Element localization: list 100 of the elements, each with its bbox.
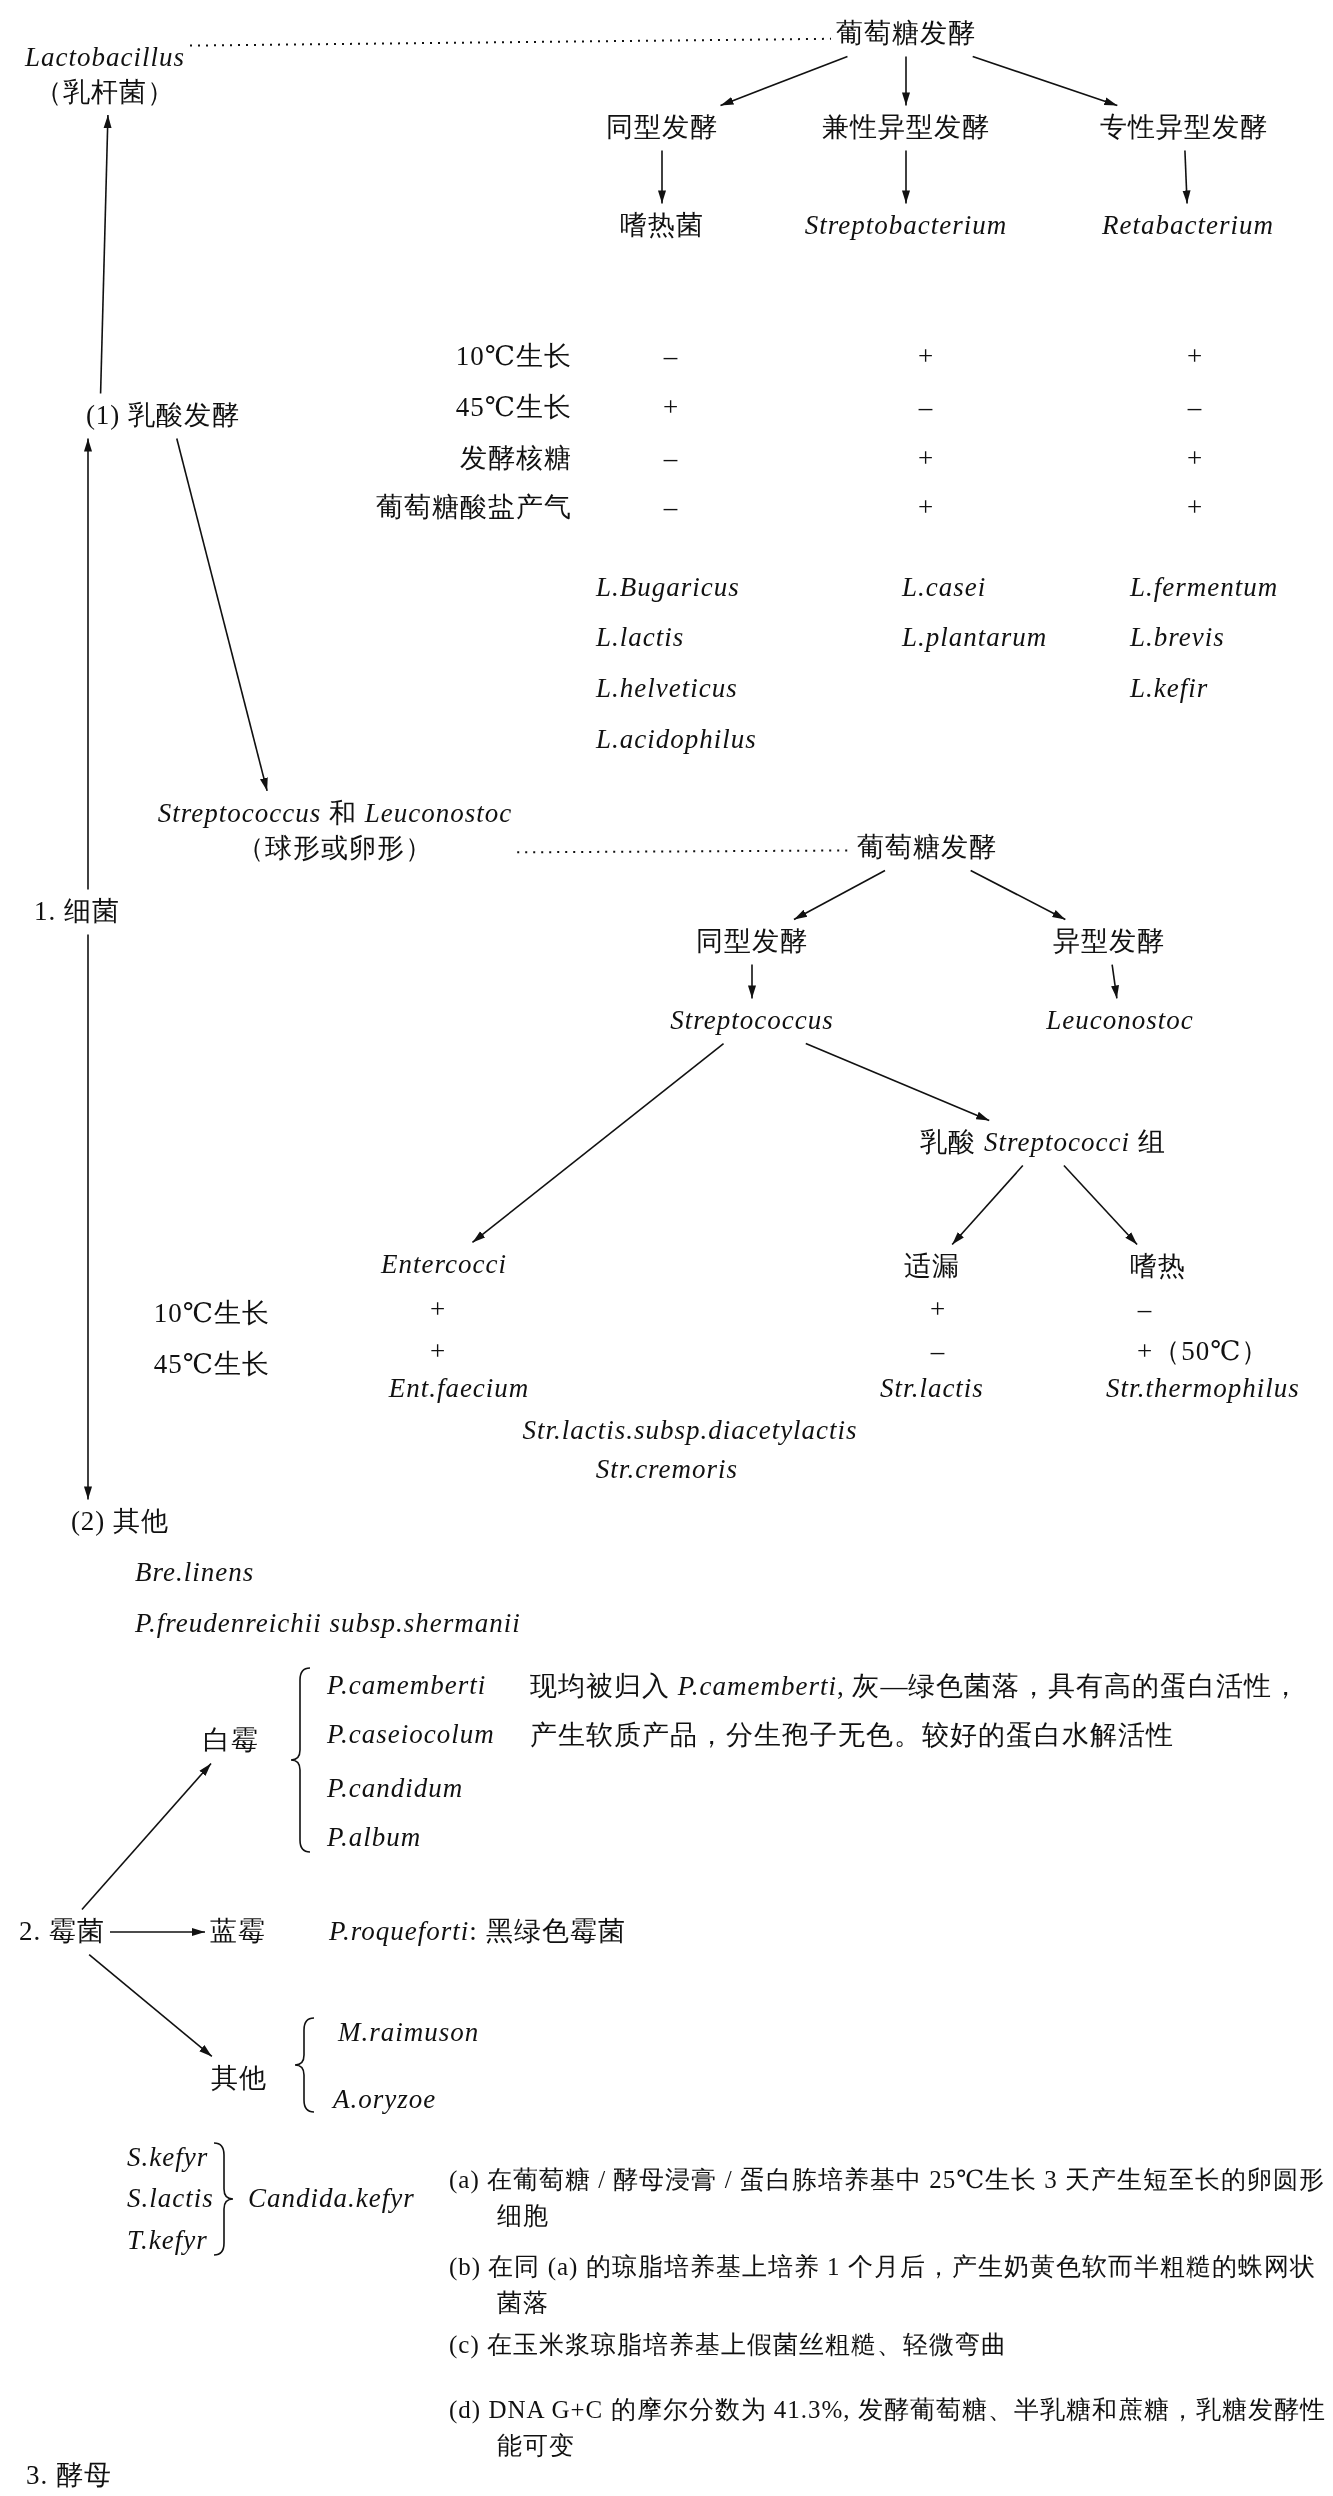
category-label: 异型发酵 — [1053, 924, 1165, 960]
arrow — [84, 933, 92, 1501]
table-value: – — [918, 391, 934, 425]
category-label: 同型发酵 — [696, 924, 808, 960]
description-text: 现均被归入 P.camemberti, 灰—绿色菌落，具有高的蛋白活性，产生软质产品，分生孢子无色。较好的蛋白水解活性 — [530, 1669, 1302, 1752]
table-value: – — [1187, 391, 1203, 425]
table-value: + — [929, 1293, 947, 1327]
row-label: 45℃生长 — [153, 1348, 270, 1382]
category-label: (2) 其他 — [70, 1504, 170, 1540]
species-name: S.kefyr — [127, 2141, 209, 2175]
arrow — [84, 437, 92, 891]
species-name: P.freudenreichii subsp.shermanii — [135, 1607, 521, 1641]
row-label: 葡萄糖酸盐产气 — [376, 491, 572, 525]
species-name: L.Bugaricus — [596, 571, 740, 605]
arrow — [176, 437, 268, 792]
table-value: + — [917, 340, 935, 374]
category-label: (1) 乳酸发酵 — [85, 398, 241, 434]
arrow — [969, 869, 1067, 921]
category-label: 乳酸 Streptococci 组 — [920, 1125, 1166, 1161]
species-name: Candida.kefyr — [248, 2182, 415, 2216]
category-label: 其他 — [211, 2061, 267, 2097]
table-value: – — [663, 491, 679, 525]
species-name: Str.lactis — [880, 1372, 984, 1406]
category-label: Retabacterium — [1102, 208, 1274, 244]
species-name: P.caseiocolum — [327, 1718, 495, 1752]
table-value: – — [930, 1335, 946, 1369]
row-label: 10℃生长 — [153, 1297, 270, 1331]
category-label: 专性异型发酵 — [1100, 110, 1268, 146]
category-label: Streptococcus — [670, 1003, 834, 1039]
arrow — [805, 1042, 990, 1122]
species-name: S.lactis — [127, 2182, 214, 2216]
connector-line — [189, 37, 832, 47]
description-text: P.roqueforti: 黑绿色霉菌 — [329, 1915, 626, 1949]
species-name: P.album — [327, 1821, 422, 1855]
arrow — [1182, 149, 1191, 205]
arrow — [1063, 1164, 1138, 1246]
arrow — [99, 114, 112, 395]
table-value: – — [663, 442, 679, 476]
species-name: L.plantarum — [902, 621, 1048, 655]
category-label: Entercocci — [381, 1247, 507, 1283]
arrow — [81, 1762, 212, 1911]
arrow — [951, 1164, 1024, 1246]
table-value: – — [663, 340, 679, 374]
arrow — [719, 55, 849, 107]
arrow — [971, 55, 1119, 107]
species-name: Str.lactis.subsp.diacetylactis — [522, 1414, 858, 1448]
arrow — [658, 149, 666, 205]
note-text: (b) 在同 (a) 的琼脂培养基上培养 1 个月后，产生奶黄色软而半粗糙的蛛网状菌落 — [449, 2252, 1317, 2318]
category-label: 嗜热 — [1130, 1249, 1186, 1285]
arrow — [1111, 963, 1120, 1000]
category-note: （球形或卵形） — [236, 832, 434, 865]
table-value: – — [1137, 1293, 1153, 1327]
category-label: 1. 细菌 — [34, 894, 120, 930]
species-name: L.casei — [902, 571, 987, 605]
category-label: 兼性异型发酵 — [822, 110, 990, 146]
section-heading: 3. 酵母 — [26, 2459, 112, 2493]
table-value: + — [1186, 442, 1204, 476]
species-name: L.fermentum — [1130, 571, 1279, 605]
category-note: （乳杆菌） — [34, 76, 176, 109]
species-name: L.helveticus — [596, 672, 738, 706]
arrow — [902, 149, 910, 205]
species-name: Str.cremoris — [595, 1453, 739, 1487]
species-name: Str.thermophilus — [1106, 1372, 1300, 1406]
category-label: Lactobacillus — [25, 40, 185, 74]
row-label: 10℃生长 — [455, 340, 572, 374]
arrow — [902, 55, 910, 107]
species-name: L.kefir — [1130, 672, 1209, 706]
arrow — [793, 869, 886, 921]
table-value: + — [1186, 491, 1204, 525]
row-label: 45℃生长 — [455, 391, 572, 425]
species-name: M.raimuson — [338, 2016, 480, 2050]
note-text: (a) 在葡萄糖 / 酵母浸膏 / 蛋白胨培养基中 25℃生长 3 天产生短至长的卵圆形细胞 — [449, 2165, 1327, 2231]
category-label: 葡萄糖发酵 — [836, 16, 976, 52]
category-label: 嗜热菌 — [620, 208, 704, 244]
category-label: 葡萄糖发酵 — [857, 830, 997, 866]
category-label: Leuconostoc — [1046, 1003, 1194, 1039]
species-name: P.candidum — [327, 1772, 464, 1806]
table-value: + — [1186, 340, 1204, 374]
category-label: 白霉 — [203, 1723, 259, 1759]
table-value: + — [662, 391, 680, 425]
category-label: 同型发酵 — [606, 110, 718, 146]
species-name: L.acidophilus — [596, 723, 757, 757]
category-label: Streptococcus 和 Leuconostoc — [157, 796, 513, 830]
row-label: 发酵核糖 — [460, 442, 572, 476]
note-text: (c) 在玉米浆琼脂培养基上假菌丝粗糙、轻微弯曲 — [449, 2330, 1008, 2361]
note-text: (d) DNA G+C 的摩尔分数为 41.3%, 发酵葡萄糖、半乳糖和蔗糖，乳糖发酵性能可变 — [449, 2395, 1327, 2461]
category-label: 适漏 — [904, 1249, 960, 1285]
arrow — [88, 1953, 213, 2058]
table-value: + — [429, 1335, 447, 1369]
species-name: L.lactis — [596, 621, 685, 655]
category-label: 蓝霉 — [210, 1914, 266, 1950]
category-label: 2. 霉菌 — [19, 1914, 105, 1950]
table-value: + — [917, 491, 935, 525]
species-name: T.kefyr — [127, 2224, 208, 2258]
species-name: Bre.linens — [135, 1556, 255, 1590]
species-name: Ent.faecium — [388, 1372, 530, 1406]
species-name: L.brevis — [1130, 621, 1225, 655]
arrow — [748, 963, 756, 1000]
table-value: + — [429, 1293, 447, 1327]
table-value: + — [917, 442, 935, 476]
